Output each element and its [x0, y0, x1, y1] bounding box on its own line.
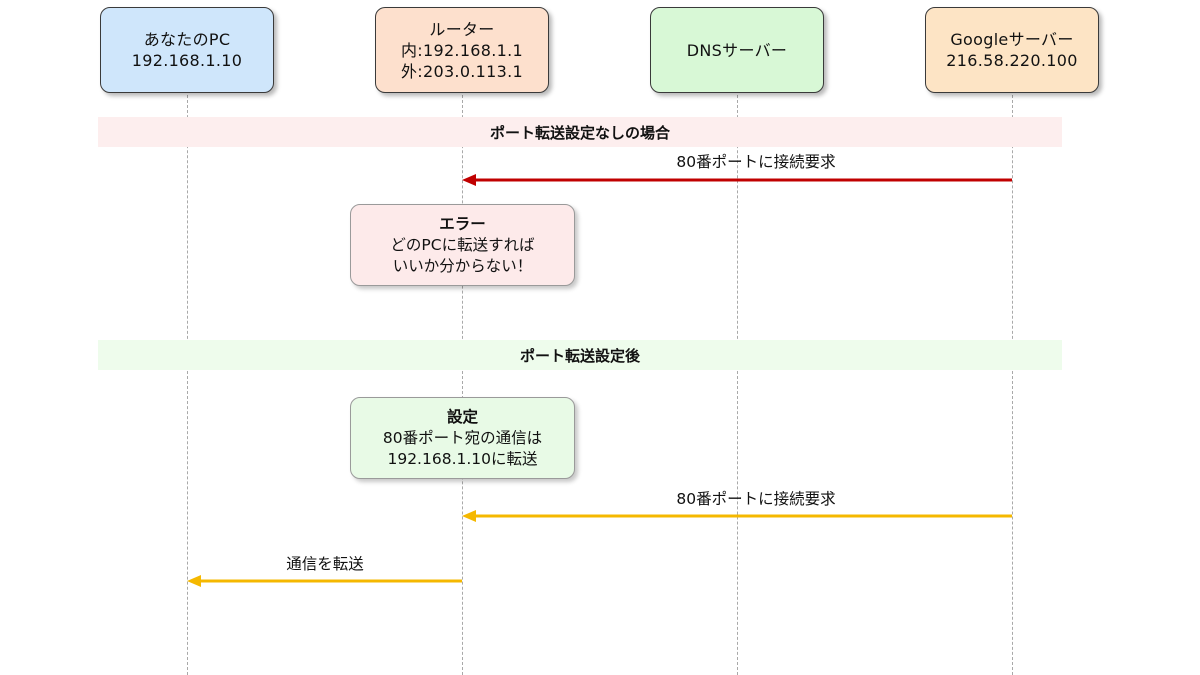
participant-dns-server: DNSサーバー	[650, 7, 824, 93]
lifeline-router	[462, 95, 463, 675]
participant-google-server: Googleサーバー 216.58.220.100	[925, 7, 1099, 93]
message-label-forward: 通信を転送	[286, 555, 364, 573]
note-error: エラー どのPCに転送すれば いいか分からない！	[350, 204, 575, 286]
participant-router-external-ip: 外:203.0.113.1	[401, 61, 523, 81]
note-error-title: エラー	[439, 214, 486, 233]
participant-google-ip: 216.58.220.100	[946, 51, 1078, 70]
message-label-request-before: 80番ポートに接続要求	[676, 153, 836, 171]
message-label-request-after: 80番ポートに接続要求	[676, 490, 836, 508]
participant-your-pc: あなたのPC 192.168.1.10	[100, 7, 274, 93]
section-band-after-forwarding: ポート転送設定後	[98, 340, 1062, 370]
lifeline-google	[1012, 95, 1013, 675]
participant-dns-name: DNSサーバー	[686, 40, 788, 60]
note-setting-line-2: 192.168.1.10に転送	[387, 449, 538, 468]
section-band-no-forwarding: ポート転送設定なしの場合	[98, 117, 1062, 147]
note-error-line-2: いいか分からない！	[392, 256, 533, 275]
lifeline-dns	[737, 95, 738, 675]
note-error-line-1: どのPCに転送すれば	[390, 235, 535, 254]
section-title-after-forwarding: ポート転送設定後	[519, 346, 640, 365]
participant-router-name: ルーター	[429, 19, 495, 39]
participant-router: ルーター 内:192.168.1.1 外:203.0.113.1	[375, 7, 549, 93]
note-setting: 設定 80番ポート宛の通信は 192.168.1.10に転送	[350, 397, 575, 479]
participant-router-internal-ip: 内:192.168.1.1	[401, 40, 523, 60]
participant-google-name: Googleサーバー	[950, 30, 1074, 49]
lifeline-pc	[187, 95, 188, 675]
note-setting-line-1: 80番ポート宛の通信は	[382, 428, 543, 447]
note-setting-title: 設定	[446, 407, 478, 426]
section-title-no-forwarding: ポート転送設定なしの場合	[489, 123, 670, 142]
message-arrow-request-after	[462, 510, 1012, 522]
message-arrow-request-before	[462, 174, 1012, 186]
participant-pc-name: あなたのPC	[143, 30, 231, 49]
participant-pc-ip: 192.168.1.10	[131, 51, 243, 70]
message-arrow-forward	[187, 575, 462, 587]
